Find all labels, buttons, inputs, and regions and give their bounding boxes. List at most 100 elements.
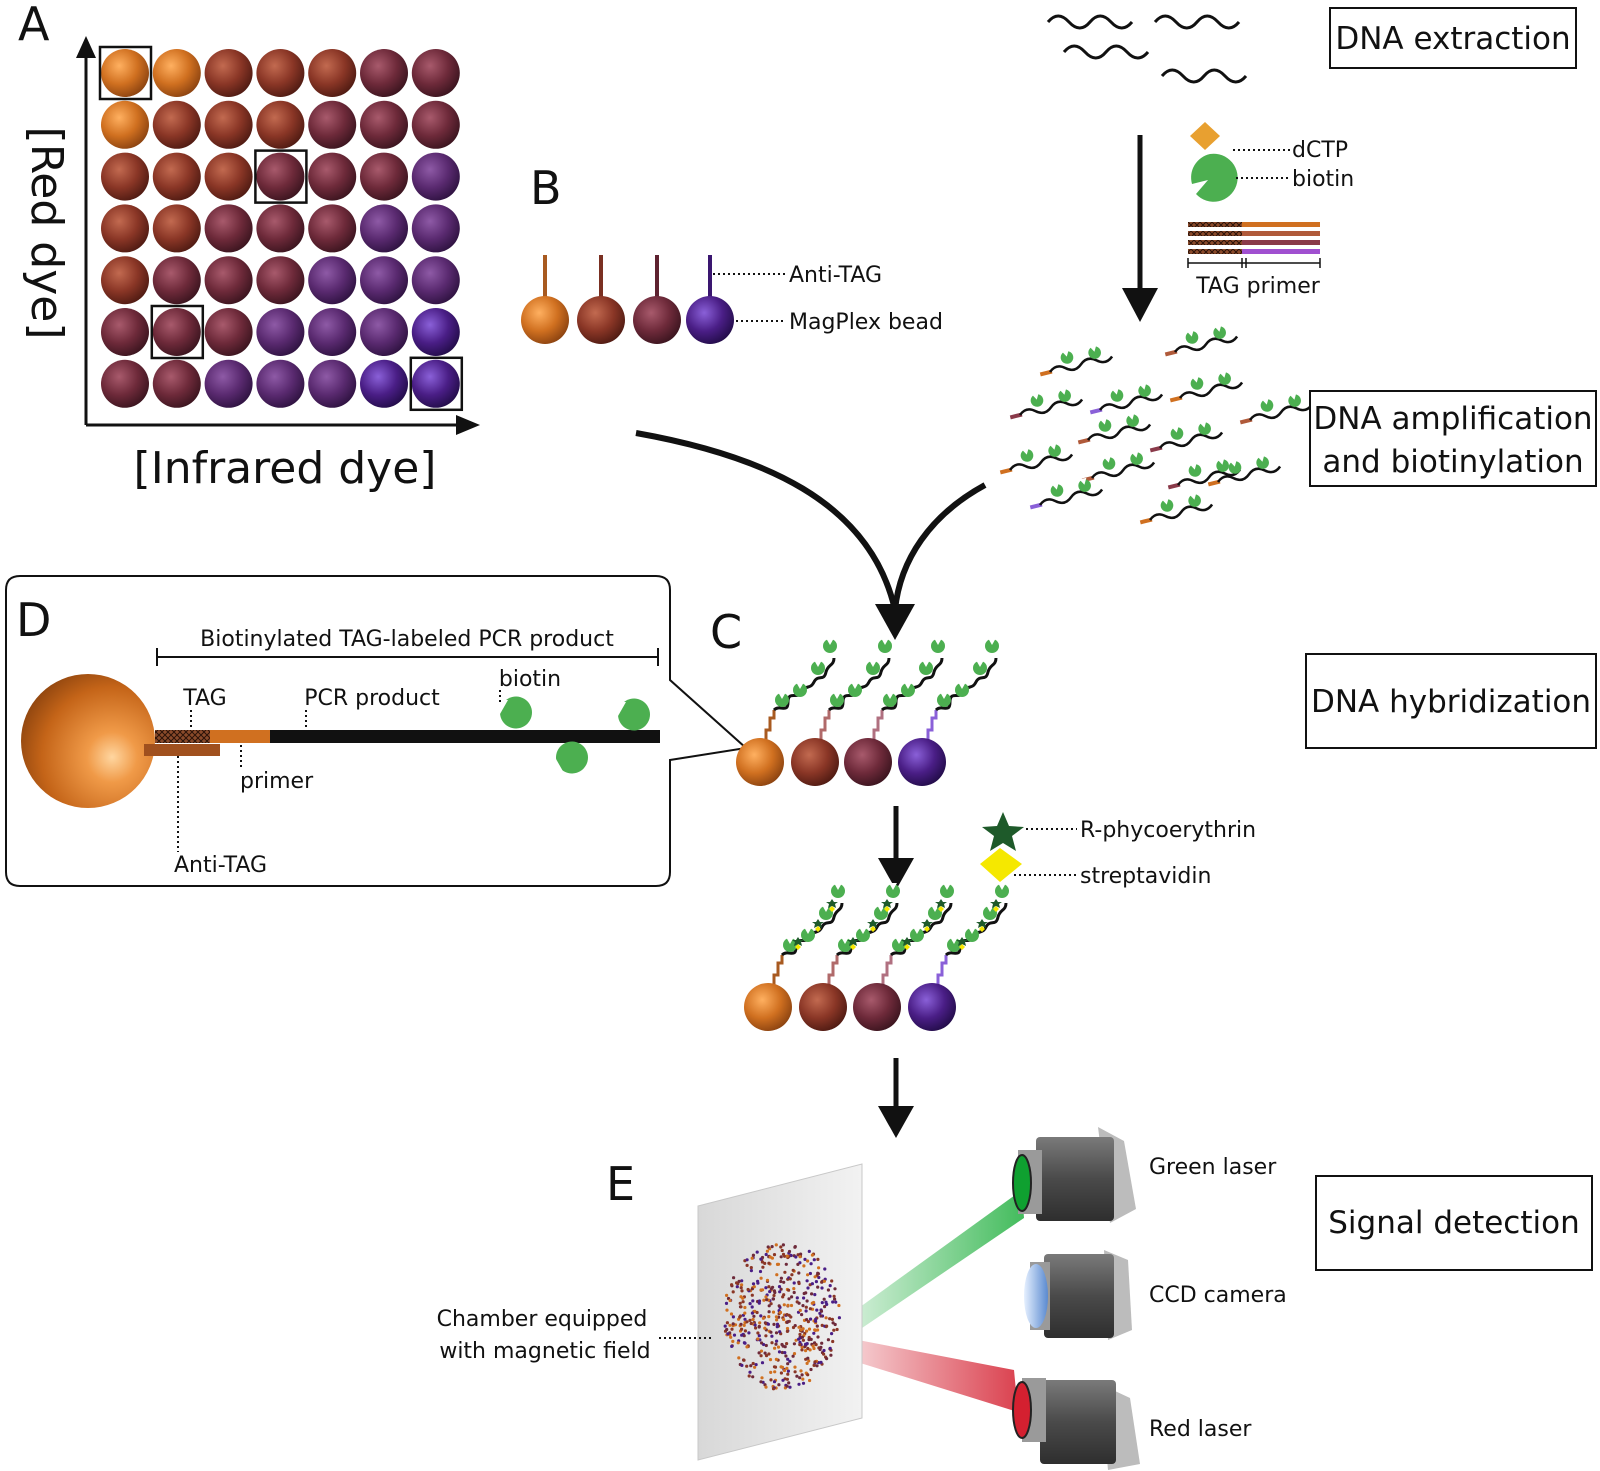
particle xyxy=(823,1305,827,1309)
arrow-head-2 xyxy=(878,858,914,890)
biotin-icon xyxy=(985,638,999,653)
particle xyxy=(729,1312,734,1316)
bead-color-grid xyxy=(98,45,464,412)
particle xyxy=(788,1385,792,1389)
label-biotin-d: biotin xyxy=(499,667,561,692)
dna-strand xyxy=(1018,398,1084,416)
grid-bead xyxy=(411,49,460,97)
dna-strand xyxy=(772,657,836,712)
particle xyxy=(806,1273,810,1277)
biotin-icon xyxy=(892,937,906,952)
particle xyxy=(786,1357,790,1361)
particle xyxy=(813,1328,817,1332)
particle xyxy=(767,1315,771,1319)
particle xyxy=(772,1253,777,1257)
particle xyxy=(742,1358,746,1362)
particle xyxy=(750,1305,754,1309)
bead xyxy=(791,738,839,786)
particle xyxy=(769,1378,773,1382)
particle xyxy=(775,1339,779,1343)
biotin-icon xyxy=(1020,447,1034,462)
flow-arrow-head xyxy=(875,604,915,640)
particle xyxy=(752,1285,756,1289)
particle xyxy=(754,1326,758,1330)
particle xyxy=(816,1257,820,1261)
particle xyxy=(788,1277,792,1281)
particle xyxy=(795,1374,799,1378)
particle xyxy=(739,1305,743,1309)
particle xyxy=(785,1254,789,1258)
particle xyxy=(740,1289,744,1293)
particle xyxy=(776,1345,781,1349)
biotin-icon xyxy=(1138,382,1151,397)
grid-bead xyxy=(360,308,408,356)
particle xyxy=(768,1358,773,1362)
particle xyxy=(810,1292,814,1296)
hybridized-bead xyxy=(844,638,945,786)
particle xyxy=(770,1334,774,1338)
particle xyxy=(819,1360,823,1364)
particle xyxy=(736,1341,740,1345)
dna-strand xyxy=(827,657,891,712)
particle xyxy=(793,1370,797,1374)
grid-bead xyxy=(308,49,357,97)
particle xyxy=(748,1370,752,1374)
particle xyxy=(771,1297,776,1301)
particle xyxy=(794,1255,798,1259)
particle xyxy=(775,1322,780,1326)
dna-strand xyxy=(934,657,998,712)
particle xyxy=(776,1262,781,1266)
particle xyxy=(778,1290,782,1294)
bead-maroon xyxy=(633,296,681,344)
particle xyxy=(800,1345,804,1349)
particle xyxy=(782,1317,786,1322)
bead xyxy=(744,983,792,1031)
particle xyxy=(725,1327,729,1332)
particle xyxy=(792,1290,796,1295)
biotin-icon xyxy=(878,638,892,653)
particle xyxy=(732,1333,737,1337)
particle xyxy=(737,1279,741,1283)
r-phycoerythrin-icon xyxy=(901,937,913,946)
label-primer: primer xyxy=(240,769,314,794)
dna-strand xyxy=(1216,465,1282,483)
bead xyxy=(898,738,946,786)
particle xyxy=(807,1359,811,1363)
grid-bead xyxy=(360,204,408,253)
dna-strand xyxy=(780,902,844,957)
particle xyxy=(812,1258,816,1262)
biotin-icon xyxy=(1160,497,1174,512)
amplicon xyxy=(999,442,1074,475)
amplicon xyxy=(1039,344,1114,377)
panel-label-a: A xyxy=(18,0,50,51)
streptavidin-icon xyxy=(884,906,890,912)
particle xyxy=(815,1308,819,1312)
particle xyxy=(833,1287,837,1291)
particle xyxy=(786,1362,790,1366)
label-dctp: dCTP xyxy=(1292,138,1348,163)
particle xyxy=(805,1279,809,1283)
biotin-icon xyxy=(910,927,924,942)
particle xyxy=(762,1298,766,1302)
particle xyxy=(757,1351,761,1355)
biotin-icon xyxy=(783,937,797,952)
particle xyxy=(735,1285,739,1289)
particle xyxy=(806,1373,810,1377)
particle xyxy=(738,1314,743,1318)
particle xyxy=(837,1316,842,1320)
particle xyxy=(785,1366,789,1370)
biotin-icon xyxy=(793,682,807,697)
particle xyxy=(818,1311,822,1315)
particle xyxy=(803,1257,807,1261)
particle xyxy=(815,1364,819,1368)
amplicon xyxy=(1089,382,1164,415)
hybridized-beads xyxy=(736,638,999,786)
particle xyxy=(750,1293,754,1297)
grid-bead xyxy=(411,204,460,253)
particle xyxy=(764,1286,768,1290)
biotin-icon xyxy=(931,638,945,653)
amplicon xyxy=(1149,420,1224,453)
particle xyxy=(828,1284,832,1288)
grid-bead xyxy=(204,308,253,356)
dna-strand xyxy=(1173,335,1239,353)
